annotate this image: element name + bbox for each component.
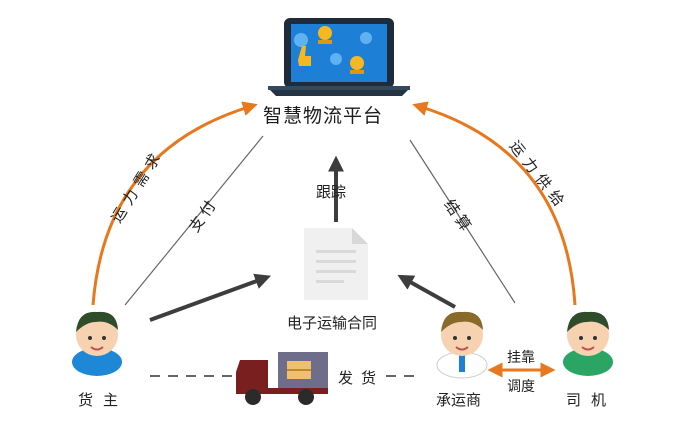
shipper-avatar [72,311,122,376]
pay-line [124,135,264,306]
settle-line [409,139,516,304]
track-label: 跟踪 [316,183,347,201]
left-demand-arrow [91,101,258,306]
shipper-label: 货主 [78,391,129,409]
shipper-to-contract-arrow [149,273,272,322]
truck-icon [236,352,328,405]
ship-label: 发货 [338,369,385,387]
right-supply-arrow [412,101,577,306]
contract-document-icon [304,228,368,300]
laptop-icon [268,18,410,96]
contract-label: 电子运输合同 [287,314,378,332]
carrier-label: 承运商 [436,391,482,409]
driver-label: 司机 [566,391,617,409]
platform-title: 智慧物流平台 [263,105,384,127]
carrier-avatar [436,311,488,379]
hang-label: 挂靠 [507,350,535,366]
driver-avatar [563,311,613,376]
dispatch-label: 调度 [507,379,535,395]
carrier-to-contract-arrow [397,274,456,309]
